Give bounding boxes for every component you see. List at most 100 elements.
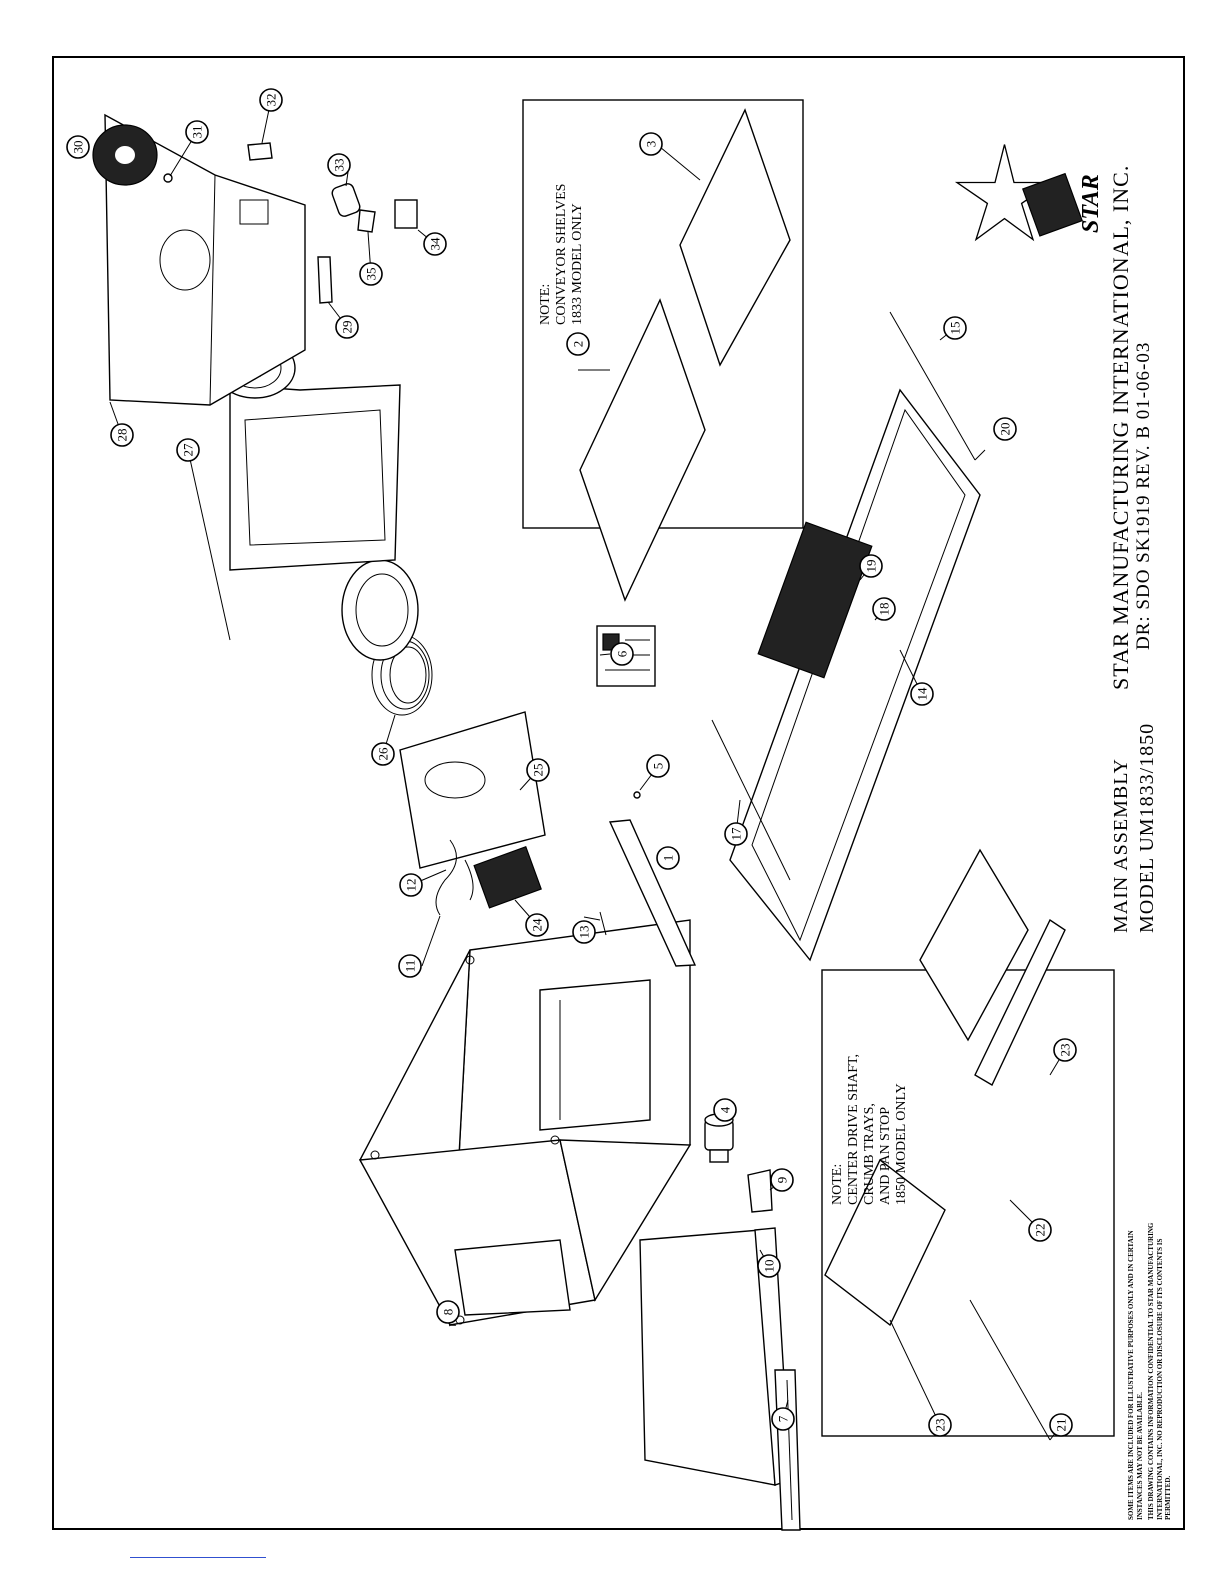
callout-circle: [572, 920, 596, 944]
callout-8: 8: [436, 1300, 460, 1324]
callout-label: 10: [762, 1260, 777, 1273]
callout-20: 20: [993, 417, 1017, 441]
blower-plenum: [229, 384, 401, 571]
callout-22: 22: [1028, 1218, 1052, 1242]
clip-part: [747, 1169, 773, 1213]
callout-circle: [771, 1407, 795, 1431]
conveyor-note-line: 1833 MODEL ONLY: [570, 203, 585, 325]
callout-label: 23: [933, 1419, 948, 1432]
center-note: NOTE: CENTER DRIVE SHAFT, CRUMB TRAYS, A…: [830, 1054, 910, 1205]
callout-32: 32: [259, 88, 283, 112]
callout-15: 15: [943, 316, 967, 340]
star-logo: [954, 144, 1083, 242]
callout-5: 5: [646, 754, 670, 778]
callout-23: 23: [1053, 1038, 1077, 1062]
callout-31: 31: [185, 120, 209, 144]
callout-circle: [639, 132, 663, 156]
callout-label: 6: [615, 650, 630, 657]
callout-33: 33: [327, 153, 351, 177]
center-note-line: NOTE:: [830, 1163, 845, 1205]
callout-35: 35: [359, 262, 383, 286]
callout-circle: [436, 1300, 460, 1324]
callout-circle: [423, 232, 447, 256]
disclaimer-line: THIS DRAWING CONTAINS INFORMATION CONFID…: [1147, 1222, 1155, 1520]
fan-guard: [92, 124, 158, 186]
callout-27: 27: [176, 438, 200, 462]
callout-circle: [910, 682, 934, 706]
callout-circle: [1028, 1218, 1052, 1242]
callout-28: 28: [110, 423, 134, 447]
callout-13: 13: [572, 920, 596, 944]
callout-circle: [66, 135, 90, 159]
callout-circle: [928, 1413, 952, 1437]
wire-part-11: [435, 839, 457, 916]
oven-body: [358, 919, 692, 1327]
callout-circle: [259, 88, 283, 112]
callout-10: 10: [757, 1254, 781, 1278]
callout-circle: [566, 332, 590, 356]
center-note-line: CRUMB TRAYS,: [862, 1103, 877, 1205]
callout-label: 31: [190, 126, 205, 139]
callout-label: 35: [364, 268, 379, 281]
callout-label: 14: [915, 687, 930, 701]
callout-circle: [526, 758, 550, 782]
callout-circle: [646, 754, 670, 778]
callout-circle: [399, 873, 423, 897]
callout-circle: [176, 438, 200, 462]
finger-guard: [473, 845, 542, 909]
callout-circle: [525, 913, 549, 937]
callout-26: 26: [371, 742, 395, 766]
callout-label: 23: [1058, 1044, 1073, 1057]
door-handle-bar: [774, 1369, 801, 1531]
conveyor-frame: [729, 388, 981, 962]
callout-circle: [371, 742, 395, 766]
callout-label: 26: [376, 747, 391, 761]
conveyor-shelf-2: [579, 298, 706, 602]
company-name: STAR MANUFACTURING INTERNATIONAL, INC.: [1108, 164, 1133, 690]
callout-label: 3: [644, 141, 659, 148]
callout-label: 15: [948, 322, 963, 335]
disclaimer-line: SOME ITEMS ARE INCLUDED FOR ILLUSTRATIVE…: [1127, 1230, 1135, 1520]
callout-label: 34: [428, 237, 443, 251]
callout-29: 29: [335, 315, 359, 339]
callout-circle: [398, 954, 422, 978]
callout-label: 22: [1033, 1224, 1048, 1237]
screw-part: [633, 791, 641, 799]
callout-circle: [110, 423, 134, 447]
center-note-line: 1850 MODEL ONLY: [894, 1083, 909, 1205]
callout-circle: [943, 316, 967, 340]
callout-circle: [770, 1168, 794, 1192]
callout-11: 11: [398, 954, 422, 978]
callout-label: 30: [71, 141, 86, 154]
callout-circle: [610, 642, 634, 666]
bracket-part: [357, 209, 376, 233]
conveyor-note-line: NOTE:: [538, 283, 553, 325]
callout-7: 7: [771, 1407, 795, 1431]
idler-shaft: [889, 311, 976, 461]
conveyor-note: NOTE: CONVEYOR SHELVES 1833 MODEL ONLY: [538, 184, 586, 325]
callout-25: 25: [526, 758, 550, 782]
callout-label: 33: [332, 159, 347, 172]
conveyor-note-line: CONVEYOR SHELVES: [554, 183, 569, 325]
callout-label: 9: [775, 1177, 790, 1184]
callout-label: 25: [531, 764, 546, 777]
callout-label: 11: [403, 960, 418, 973]
disclaimer-text: SOME ITEMS ARE INCLUDED FOR ILLUSTRATIVE…: [1127, 1223, 1173, 1520]
pin-part: [599, 911, 607, 936]
assembly-title: MAIN ASSEMBLY: [1110, 758, 1132, 933]
callout-label: 13: [577, 926, 592, 939]
callout-layer: 1234567891011121314151718192021222323242…: [66, 88, 1077, 1437]
callout-circle: [1053, 1038, 1077, 1062]
drawing-border: [52, 56, 1185, 1530]
callout-3: 3: [639, 132, 663, 156]
callout-4: 4: [713, 1098, 737, 1122]
callout-circle: [185, 120, 209, 144]
disclaimer-line: INTERNATIONAL, INC. NO REPRODUCTION OR D…: [1155, 1238, 1164, 1520]
callout-14: 14: [910, 682, 934, 706]
callout-label: 20: [998, 423, 1013, 436]
callout-label: 27: [181, 443, 196, 457]
pan-stop: [974, 918, 1066, 1086]
callout-label: 8: [441, 1309, 456, 1316]
callout-label: 2: [571, 341, 586, 348]
crumb-tray-upper: [824, 1158, 946, 1327]
